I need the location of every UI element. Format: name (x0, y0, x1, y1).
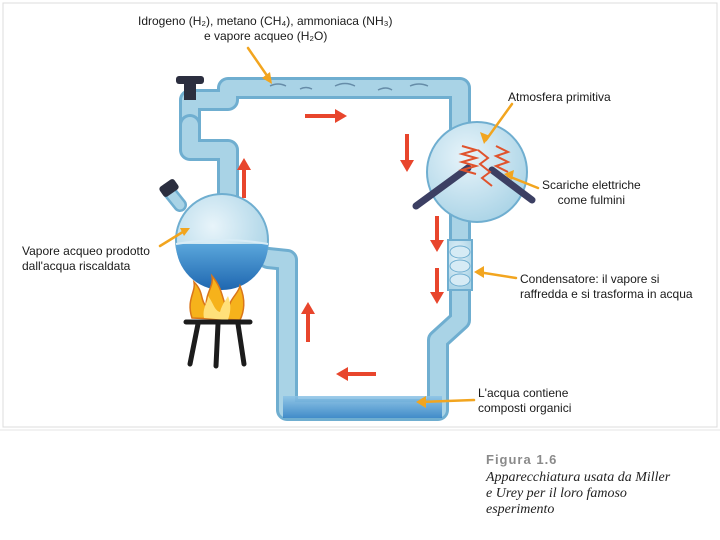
label-vapor-line-2: dall'acqua riscaldata (22, 259, 131, 273)
pointer-heads (180, 72, 514, 408)
stopper-icon (159, 179, 179, 197)
figure-frame (2, 2, 718, 428)
label-condenser-line-1: Condensatore: il vapore si (520, 272, 660, 286)
tripod-icon (183, 319, 253, 369)
caption-line-1: Apparecchiatura usata da Miller (486, 470, 671, 485)
boiling-flask (175, 193, 269, 290)
caption-title: Figura 1.6 (486, 452, 558, 467)
flow-arrow-up-left (237, 158, 251, 198)
label-water: L'acqua contiene composti organici (478, 386, 571, 416)
label-sparks-line-1: Scariche elettriche (542, 178, 641, 192)
label-condenser: Condensatore: il vapore si raffredda e s… (520, 272, 693, 302)
flame-icon (189, 273, 245, 321)
condenser (447, 239, 473, 291)
pointer-lines (158, 46, 540, 404)
label-sparks-line-2: come fulmini (557, 193, 626, 207)
label-vapor: Vapore acqueo prodotto dall'acqua riscal… (22, 244, 150, 274)
flow-arrow-left (336, 367, 376, 381)
label-gases-line-2: e vapore acqueo (H₂O) (204, 29, 328, 43)
flow-arrow-down-3 (430, 268, 444, 304)
label-atmosphere-text: Atmosfera primitiva (508, 90, 611, 104)
bottom-water (283, 396, 442, 418)
label-water-line-2: composti organici (478, 401, 572, 415)
caption-text: Apparecchiatura usata da Miller e Urey p… (486, 470, 716, 518)
flow-arrow-right (305, 109, 347, 123)
electrode-icon (412, 164, 536, 210)
flow-arrow-down-2 (430, 216, 444, 252)
stopcock-icon (176, 76, 204, 100)
label-gases: Idrogeno (H₂), metano (CH₄), ammoniaca (… (138, 14, 393, 44)
flow-arrow-down-1 (400, 134, 414, 172)
label-condenser-line-2: raffredda e si trasforma in acqua (520, 287, 693, 301)
caption-line-2: e Urey per il loro famoso (486, 486, 627, 501)
label-sparks: Scariche elettriche come fulmini (542, 178, 641, 208)
label-gases-line-1: Idrogeno (H₂), metano (CH₄), ammoniaca (… (138, 14, 393, 28)
label-water-line-1: L'acqua contiene (478, 386, 569, 400)
spark-icon (458, 145, 511, 187)
flow-arrow-up-right (301, 302, 315, 342)
label-vapor-line-1: Vapore acqueo prodotto (22, 244, 150, 258)
flow-arrow-icon (237, 109, 444, 381)
atmosphere-chamber (426, 121, 528, 223)
caption-line-3: esperimento (486, 502, 555, 517)
label-atmosphere: Atmosfera primitiva (508, 90, 611, 105)
figure-caption: Figura 1.6 Apparecchiatura usata da Mill… (486, 452, 716, 518)
gas-wisps (269, 82, 429, 91)
